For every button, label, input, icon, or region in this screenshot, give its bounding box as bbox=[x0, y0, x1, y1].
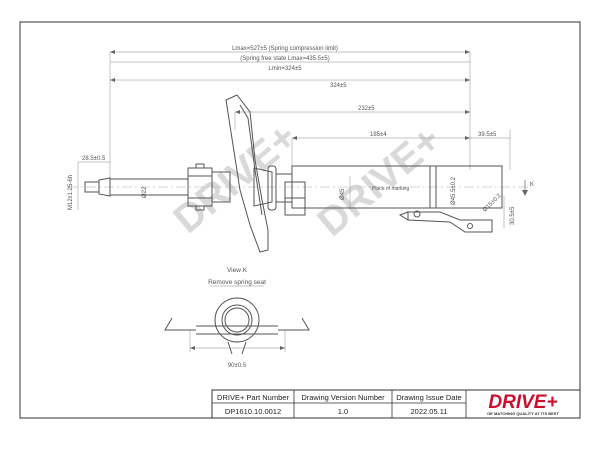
title-block: DRIVE+ Part Number Drawing Version Numbe… bbox=[211, 389, 581, 419]
value-issue-date: 2022.05.11 bbox=[411, 407, 448, 416]
dim-90: 90±0.5 bbox=[228, 363, 247, 369]
dim-28: 28.5±0.5 bbox=[82, 156, 106, 162]
dim-tube: Ø45.5±0.2 bbox=[451, 176, 457, 205]
view-k-detail: View K Remove spring seat 90±0.5 bbox=[164, 267, 310, 369]
dim-lmax: Lmax=527±5 (Spring compression limit) bbox=[232, 46, 338, 52]
watermark-1: DRIVE+ bbox=[166, 115, 306, 242]
header-version: Drawing Version Number bbox=[301, 393, 385, 402]
dim-185: 185±4 bbox=[370, 132, 387, 138]
view-k-label: K bbox=[530, 182, 534, 188]
drive-plus-logo: DRIVE+ bbox=[488, 392, 557, 413]
dim-free: (Spring free state Lmax=435.5±5) bbox=[240, 56, 330, 62]
header-part-number: DRIVE+ Part Number bbox=[217, 393, 289, 402]
place-of-marking: Place of marking bbox=[372, 186, 409, 192]
dimension-arrows bbox=[110, 50, 470, 350]
dim-39: 39.5±5 bbox=[478, 132, 497, 138]
dim-thread: M12x1.25-6h bbox=[68, 175, 74, 210]
dim-232: 232±5 bbox=[358, 106, 375, 112]
dim-324: 324±5 bbox=[330, 83, 347, 89]
view-k-arrow: K bbox=[522, 180, 534, 196]
dim-body: Ø45 bbox=[340, 188, 346, 200]
value-version: 1.0 bbox=[338, 407, 348, 416]
dimension-lines bbox=[77, 51, 511, 352]
dim-lmin: Lmin=324±5 bbox=[268, 66, 302, 72]
drawing-frame bbox=[19, 21, 581, 419]
watermarks: DRIVE+ DRIVE+ bbox=[166, 115, 450, 245]
dim-eye: Ø15±0.2 bbox=[482, 192, 503, 213]
header-issue-date: Drawing Issue Date bbox=[396, 393, 461, 402]
value-part-number: DP1610.10.0012 bbox=[225, 407, 281, 416]
shock-absorber bbox=[84, 94, 503, 253]
dim-30: 30.5±5 bbox=[510, 206, 516, 225]
view-title: View K bbox=[227, 267, 248, 274]
logo-tagline: OE MATCHING QUALITY AT ITS BEST bbox=[487, 411, 559, 416]
view-subtitle: Remove spring seat bbox=[208, 279, 266, 286]
dim-rod: Ø22 bbox=[142, 186, 148, 198]
